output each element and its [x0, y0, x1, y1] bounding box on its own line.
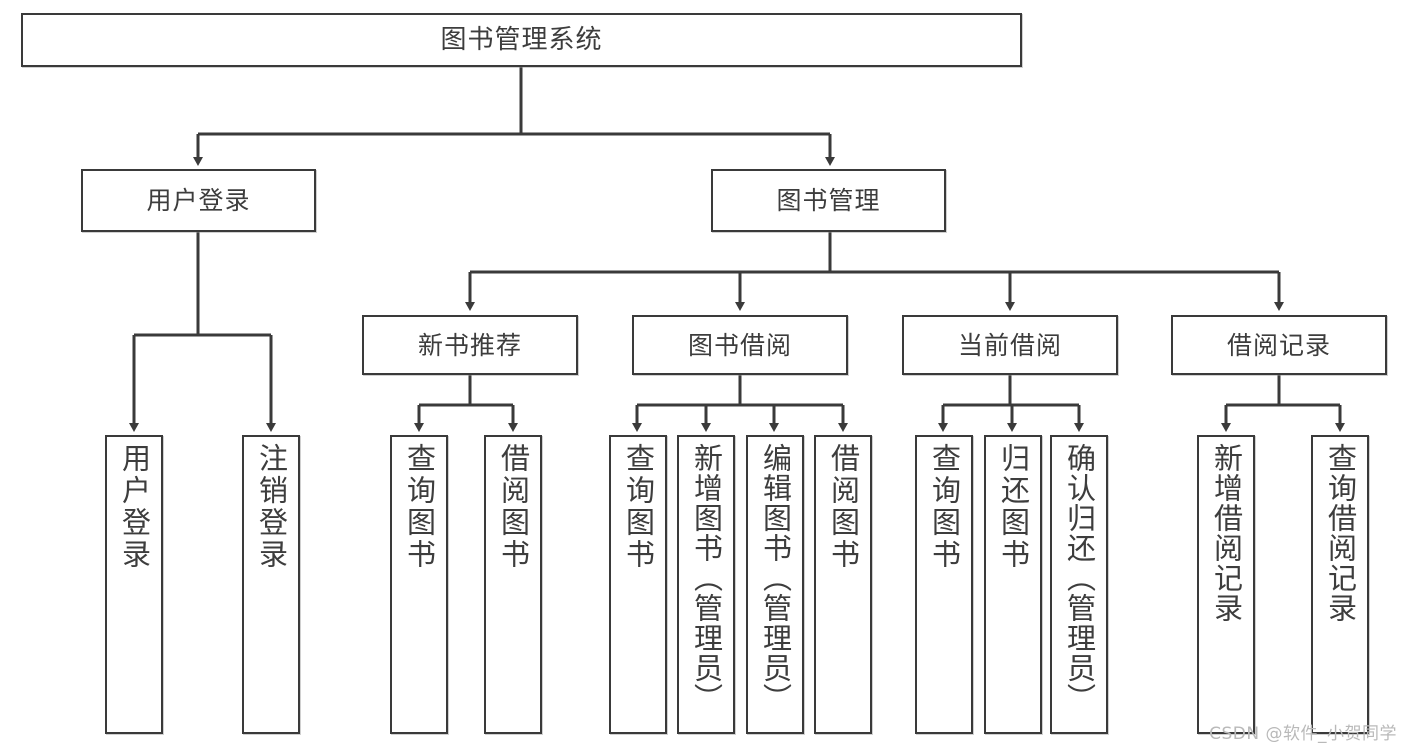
node-leaf-borrow-book-2-label: 借阅图书	[826, 443, 861, 571]
node-leaf-user-logout-label: 注销登录	[254, 443, 289, 571]
node-book-borrow[interactable]: 图书借阅	[632, 315, 848, 375]
node-user-login-label: 用户登录	[146, 186, 251, 215]
node-leaf-add-book[interactable]: 新增图书（管理员）	[677, 435, 735, 734]
node-new-book-recommend-label: 新书推荐	[417, 330, 522, 360]
node-leaf-borrow-book-1[interactable]: 借阅图书	[484, 435, 542, 734]
node-leaf-user-login[interactable]: 用户登录	[105, 435, 163, 734]
node-borrow-record-label: 借阅记录	[1226, 330, 1331, 360]
node-leaf-confirm-return-label: 确认归还（管理员）	[1062, 443, 1097, 713]
node-current-borrow[interactable]: 当前借阅	[902, 315, 1118, 375]
node-leaf-borrow-book-1-label: 借阅图书	[496, 443, 531, 571]
node-leaf-add-record[interactable]: 新增借阅记录	[1197, 435, 1255, 734]
node-root[interactable]: 图书管理系统	[21, 13, 1022, 67]
node-leaf-borrow-book-2[interactable]: 借阅图书	[814, 435, 872, 734]
node-leaf-user-logout[interactable]: 注销登录	[242, 435, 300, 734]
node-leaf-edit-book[interactable]: 编辑图书（管理员）	[746, 435, 804, 734]
node-leaf-return-book-label: 归还图书	[996, 443, 1031, 571]
node-leaf-query-book-3-label: 查询图书	[927, 443, 962, 571]
node-book-management[interactable]: 图书管理	[711, 169, 946, 232]
node-new-book-recommend[interactable]: 新书推荐	[362, 315, 578, 375]
watermark: CSDN @软件_小贺同学	[1209, 724, 1397, 744]
node-leaf-query-record[interactable]: 查询借阅记录	[1311, 435, 1369, 734]
node-borrow-record[interactable]: 借阅记录	[1171, 315, 1387, 375]
node-leaf-query-book-3[interactable]: 查询图书	[915, 435, 973, 734]
node-current-borrow-label: 当前借阅	[957, 330, 1062, 360]
node-book-borrow-label: 图书借阅	[687, 330, 792, 360]
node-leaf-add-book-label: 新增图书（管理员）	[689, 443, 724, 713]
node-leaf-query-record-label: 查询借阅记录	[1323, 443, 1358, 623]
node-leaf-add-record-label: 新增借阅记录	[1209, 443, 1244, 623]
node-leaf-query-book-2[interactable]: 查询图书	[609, 435, 667, 734]
node-leaf-confirm-return[interactable]: 确认归还（管理员）	[1050, 435, 1108, 734]
node-leaf-query-book-2-label: 查询图书	[621, 443, 656, 571]
node-book-management-label: 图书管理	[776, 186, 881, 215]
node-leaf-query-book-1[interactable]: 查询图书	[390, 435, 448, 734]
node-leaf-query-book-1-label: 查询图书	[402, 443, 437, 571]
node-leaf-user-login-label: 用户登录	[117, 443, 152, 571]
node-leaf-edit-book-label: 编辑图书（管理员）	[758, 443, 793, 713]
node-user-login[interactable]: 用户登录	[81, 169, 316, 232]
node-leaf-return-book[interactable]: 归还图书	[984, 435, 1042, 734]
node-root-label: 图书管理系统	[440, 24, 603, 55]
